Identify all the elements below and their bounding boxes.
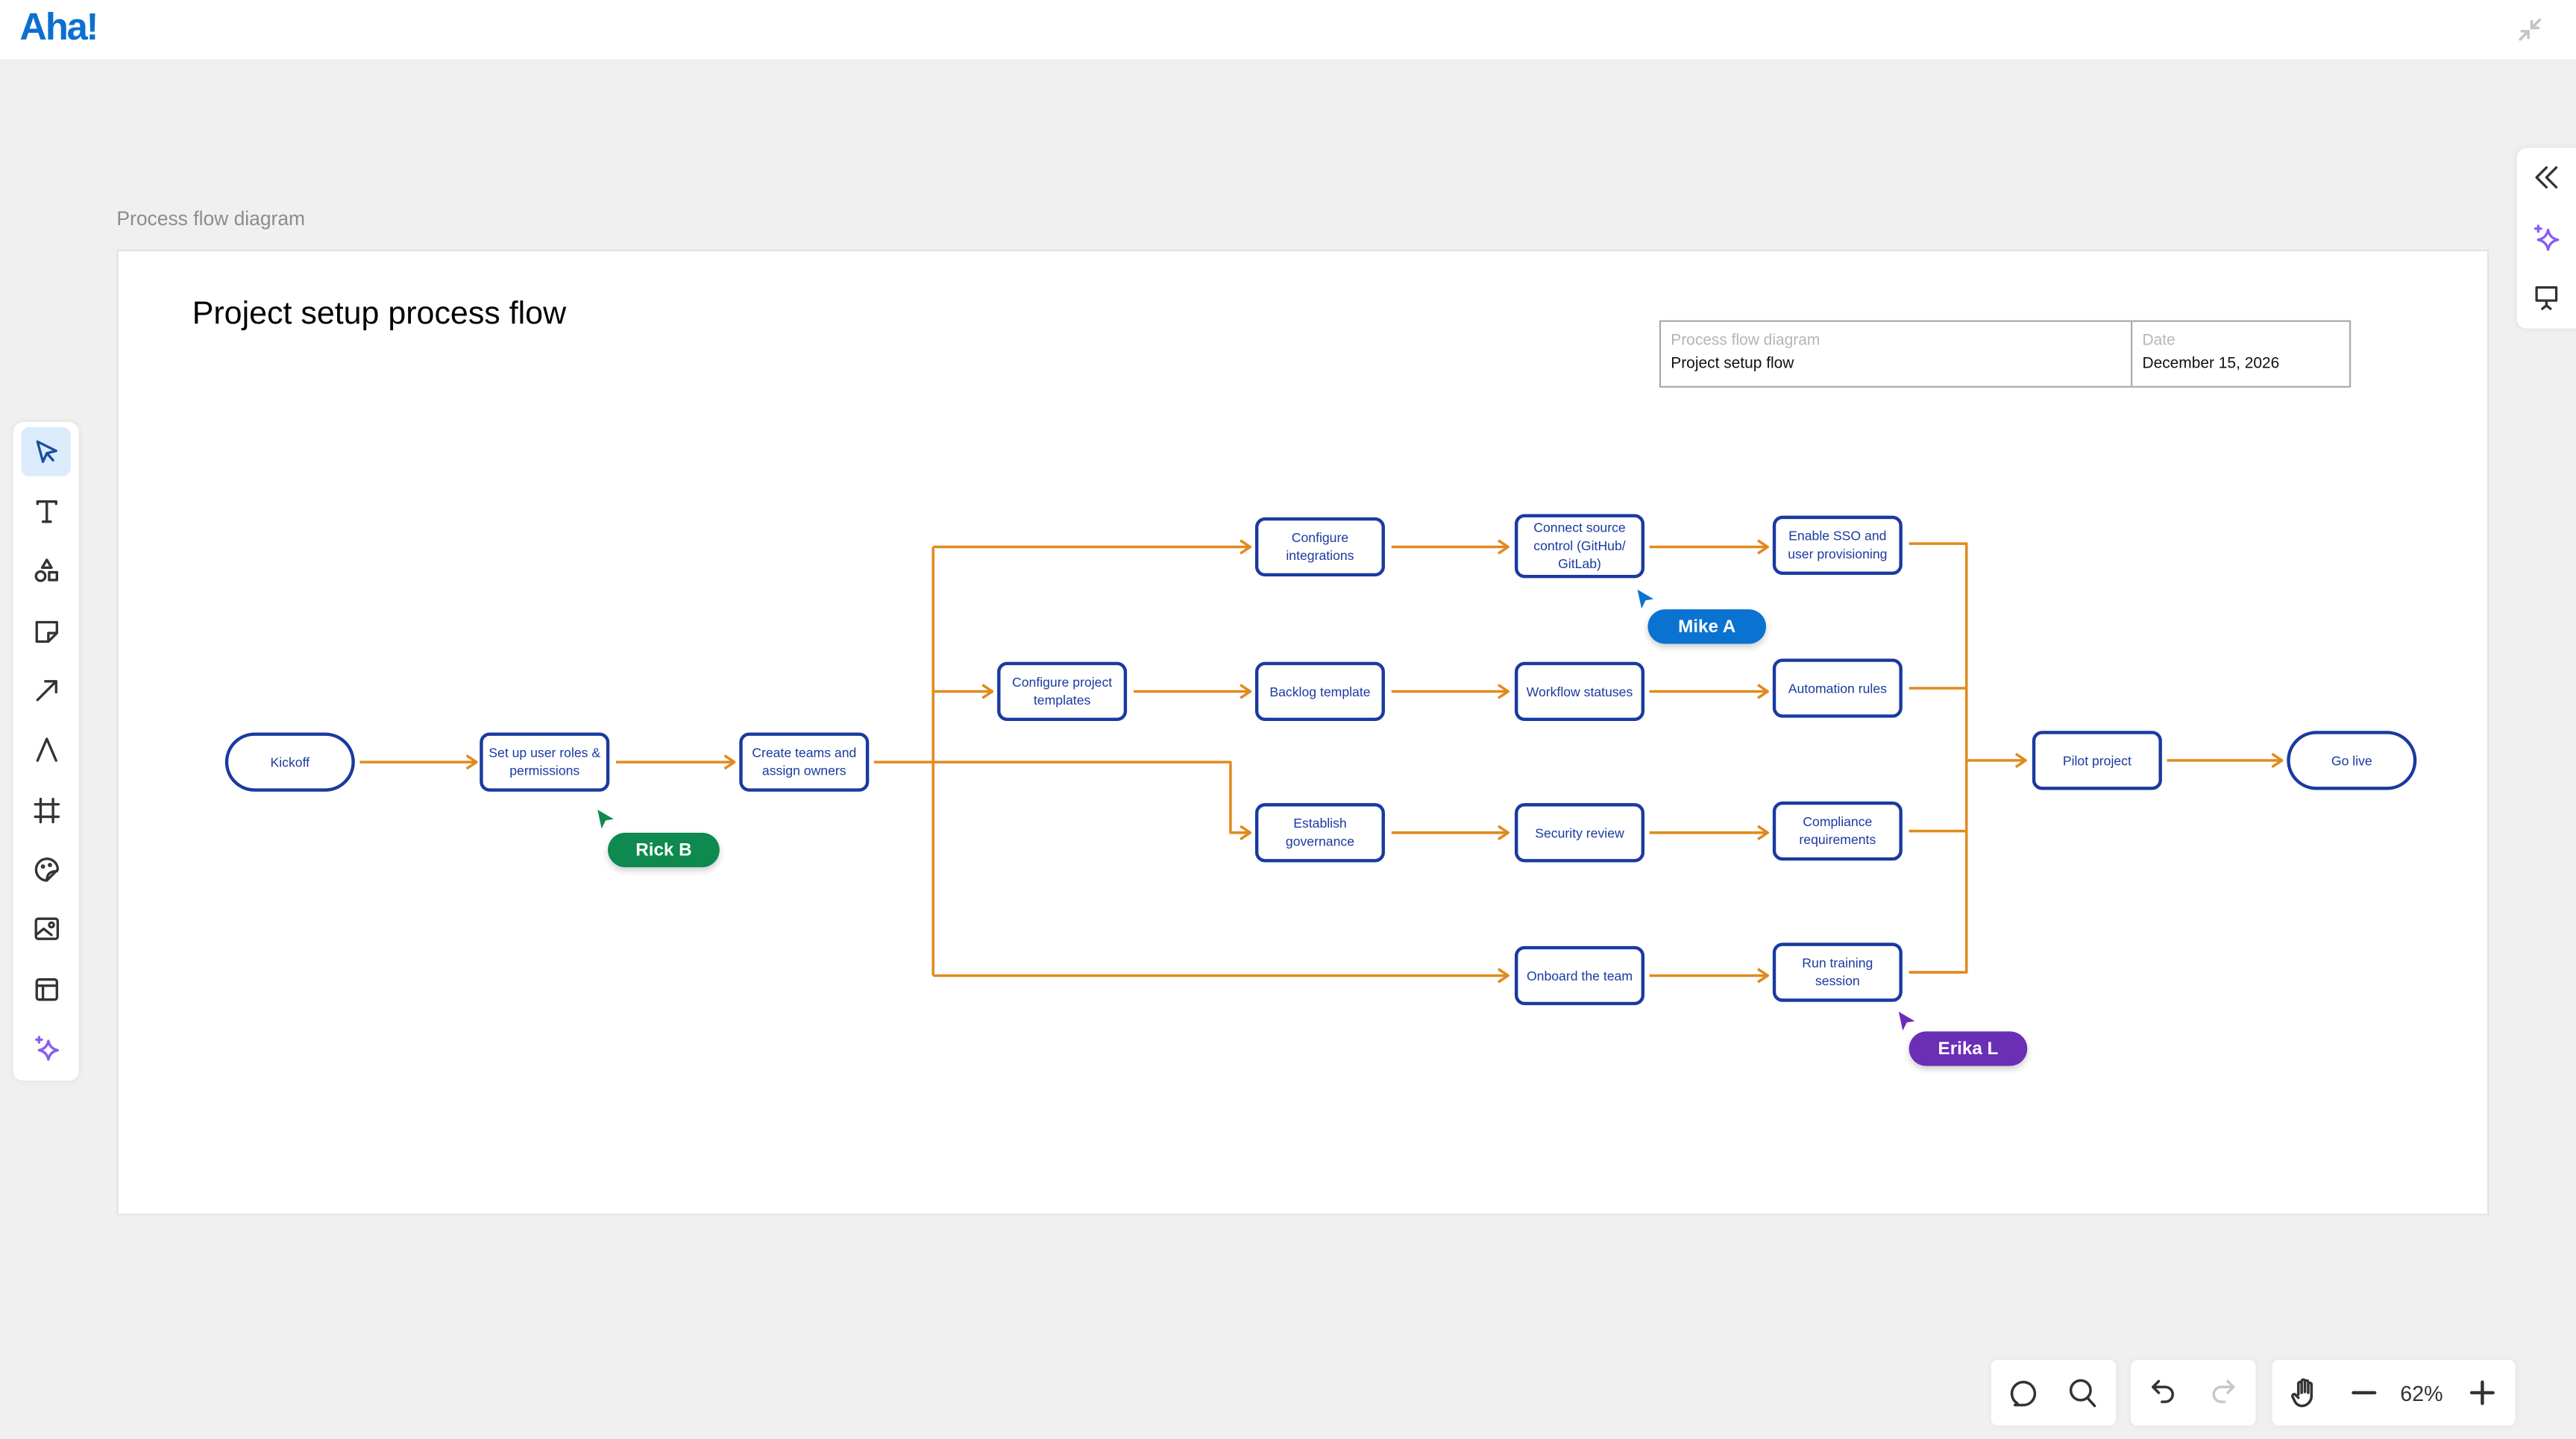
- diagram-title[interactable]: Project setup process flow: [192, 295, 567, 332]
- node-integrations[interactable]: Configure integrations: [1254, 517, 1385, 577]
- ai-assistant-button[interactable]: [2532, 224, 2562, 254]
- node-kickoff[interactable]: Kickoff: [224, 732, 355, 792]
- pen-icon: [35, 737, 57, 761]
- node-pilot[interactable]: Pilot project: [2032, 731, 2162, 790]
- pointer-icon: [35, 439, 57, 462]
- info-type-label: Process flow diagram: [1671, 331, 1821, 350]
- bottom-toolbar-comments: [1991, 1359, 2117, 1426]
- collaborator-cursor-rick: Rick B: [608, 832, 720, 868]
- template-icon: [34, 977, 57, 1001]
- node-roles[interactable]: Set up user roles & permissions: [480, 732, 610, 792]
- undo-icon: [2152, 1379, 2174, 1403]
- node-sso[interactable]: Enable SSO and user provisioning: [1772, 515, 1903, 575]
- right-panel: [2516, 148, 2576, 329]
- info-type-value: Project setup flow: [1671, 354, 1794, 374]
- minus-icon: [2352, 1391, 2377, 1395]
- node-teams[interactable]: Create teams and assign owners: [739, 732, 870, 792]
- arrow-icon: [35, 679, 57, 701]
- sticker-icon: [34, 857, 58, 881]
- presentation-icon: [2535, 286, 2558, 310]
- node-golive[interactable]: Go live: [2287, 731, 2417, 790]
- zoom-out-button[interactable]: [2348, 1376, 2381, 1409]
- info-date-value: December 15, 2026: [2142, 354, 2280, 374]
- connector-tool-button[interactable]: [22, 665, 71, 714]
- double-chevron-left-icon: [2535, 166, 2558, 189]
- pan-tool-button[interactable]: [2289, 1376, 2322, 1409]
- cursor-arrow-icon: [1896, 1008, 1919, 1035]
- sparkle-icon: [2533, 224, 2560, 251]
- node-backlog[interactable]: Backlog template: [1254, 661, 1385, 722]
- bottom-toolbar-zoom: 62%: [2272, 1359, 2516, 1426]
- sticky-note-icon: [34, 620, 57, 643]
- search-icon: [2069, 1379, 2096, 1408]
- top-bar: Aha!: [0, 0, 2576, 60]
- sticker-tool-button[interactable]: [22, 844, 71, 893]
- zoom-in-button[interactable]: [2466, 1376, 2498, 1409]
- collapse-panel-button[interactable]: [2532, 163, 2562, 192]
- collaborator-cursor-erika: Erika L: [1909, 1031, 2028, 1066]
- search-button[interactable]: [2067, 1376, 2099, 1409]
- node-templates[interactable]: Configure project templates: [997, 661, 1128, 722]
- node-governance[interactable]: Establish governance: [1254, 803, 1385, 863]
- template-tool-button[interactable]: [22, 964, 71, 1013]
- aha-logo[interactable]: Aha!: [19, 4, 98, 48]
- info-date-label: Date: [2142, 331, 2176, 350]
- plus-icon: [2469, 1380, 2495, 1405]
- left-toolbar: [13, 422, 79, 1081]
- comment-button[interactable]: [2008, 1376, 2041, 1409]
- select-tool-button[interactable]: [21, 426, 71, 476]
- node-workflow[interactable]: Workflow statuses: [1514, 661, 1645, 722]
- frame-label[interactable]: Process flow diagram: [116, 207, 306, 230]
- sticky-note-tool-button[interactable]: [22, 606, 71, 655]
- node-compliance[interactable]: Compliance requirements: [1772, 801, 1903, 861]
- exit-fullscreen-icon[interactable]: [2515, 15, 2545, 45]
- node-automation[interactable]: Automation rules: [1772, 658, 1903, 718]
- node-training[interactable]: Run training session: [1772, 942, 1903, 1002]
- node-security[interactable]: Security review: [1514, 803, 1645, 863]
- node-source-control[interactable]: Connect source control (GitHub/ GitLab): [1514, 514, 1645, 579]
- frame-tool-button[interactable]: [22, 785, 71, 834]
- cursor-arrow-icon: [595, 806, 618, 833]
- ai-tool-button[interactable]: [22, 1023, 71, 1072]
- cursor-arrow-icon: [1635, 586, 1658, 613]
- pen-tool-button[interactable]: [22, 724, 71, 773]
- sparkle-icon: [34, 1035, 58, 1060]
- image-tool-button[interactable]: [22, 904, 71, 953]
- node-onboard[interactable]: Onboard the team: [1514, 945, 1645, 1006]
- shapes-tool-button[interactable]: [22, 545, 71, 594]
- redo-icon: [2212, 1379, 2235, 1403]
- collaborator-cursor-mike: Mike A: [1647, 609, 1767, 644]
- hand-icon: [2291, 1378, 2313, 1408]
- text-tool-button[interactable]: [22, 486, 71, 535]
- shapes-icon: [34, 558, 57, 582]
- bottom-toolbar-history: [2131, 1359, 2256, 1426]
- redo-button[interactable]: [2206, 1376, 2239, 1409]
- undo-button[interactable]: [2147, 1376, 2180, 1409]
- comment-icon: [2010, 1380, 2037, 1407]
- image-icon: [34, 916, 58, 939]
- zoom-level[interactable]: 62%: [2400, 1381, 2443, 1406]
- frame-icon: [33, 796, 59, 823]
- text-icon: [35, 499, 57, 523]
- present-button[interactable]: [2532, 283, 2562, 312]
- info-table[interactable]: Process flow diagram Project setup flow …: [1659, 320, 2352, 388]
